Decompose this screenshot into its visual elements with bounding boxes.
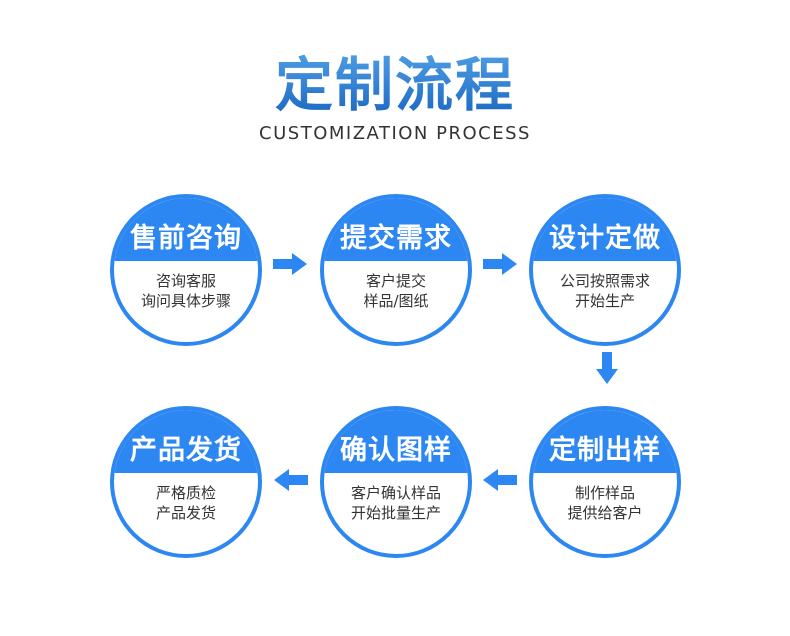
- step-desc-line: 询问具体步骤: [140, 292, 231, 310]
- header: 定制流程 CUSTOMIZATION PROCESS: [0, 52, 790, 144]
- step-header: 设计定做: [533, 198, 677, 261]
- step-desc-line: 严格质检: [155, 484, 216, 502]
- step-title: 设计定做: [549, 223, 661, 254]
- step-circle-confirm-sample: 确认图样 客户确认样品 开始批量生产: [320, 406, 472, 558]
- step-desc-line: 样品/图纸: [363, 292, 429, 310]
- step-body: 公司按照需求 开始生产: [533, 261, 677, 342]
- step-desc-line: 开始生产: [574, 292, 635, 310]
- step-title: 售前咨询: [130, 223, 242, 254]
- step-desc-line: 开始批量生产: [350, 504, 441, 522]
- arrow-down-icon: [596, 352, 618, 384]
- arrow-right-icon: [483, 253, 517, 275]
- arrow-right-icon: [273, 253, 307, 275]
- arrow-left-icon: [274, 469, 308, 491]
- step-title: 确认图样: [340, 435, 452, 466]
- step-header: 提交需求: [324, 198, 468, 261]
- step-body: 客户提交 样品/图纸: [324, 261, 468, 342]
- step-header: 定制出样: [533, 410, 677, 473]
- step-body: 严格质检 产品发货: [114, 473, 258, 554]
- arrow-left-icon: [483, 469, 517, 491]
- step-title: 提交需求: [340, 223, 452, 254]
- step-desc-line: 客户提交: [365, 272, 426, 290]
- step-circle-presales-consult: 售前咨询 咨询客服 询问具体步骤: [110, 194, 262, 346]
- step-body: 咨询客服 询问具体步骤: [114, 261, 258, 342]
- step-desc-line: 公司按照需求: [559, 272, 650, 290]
- step-circle-product-delivery: 产品发货 严格质检 产品发货: [110, 406, 262, 558]
- step-body: 制作样品 提供给客户: [533, 473, 677, 554]
- step-circle-custom-sample: 定制出样 制作样品 提供给客户: [529, 406, 681, 558]
- step-desc-line: 产品发货: [155, 504, 216, 522]
- step-circle-design-customize: 设计定做 公司按照需求 开始生产: [529, 194, 681, 346]
- step-desc-line: 客户确认样品: [350, 484, 441, 502]
- step-desc-line: 咨询客服: [155, 272, 216, 290]
- page-title: 定制流程: [274, 51, 515, 119]
- step-title: 产品发货: [130, 435, 242, 466]
- step-circle-submit-requirements: 提交需求 客户提交 样品/图纸: [320, 194, 472, 346]
- step-body: 客户确认样品 开始批量生产: [324, 473, 468, 554]
- step-header: 确认图样: [324, 410, 468, 473]
- step-desc-line: 提供给客户: [567, 504, 643, 522]
- step-title: 定制出样: [549, 435, 661, 466]
- step-header: 产品发货: [114, 410, 258, 473]
- step-desc-line: 制作样品: [574, 484, 635, 502]
- page-subtitle: CUSTOMIZATION PROCESS: [259, 122, 531, 144]
- step-header: 售前咨询: [114, 198, 258, 261]
